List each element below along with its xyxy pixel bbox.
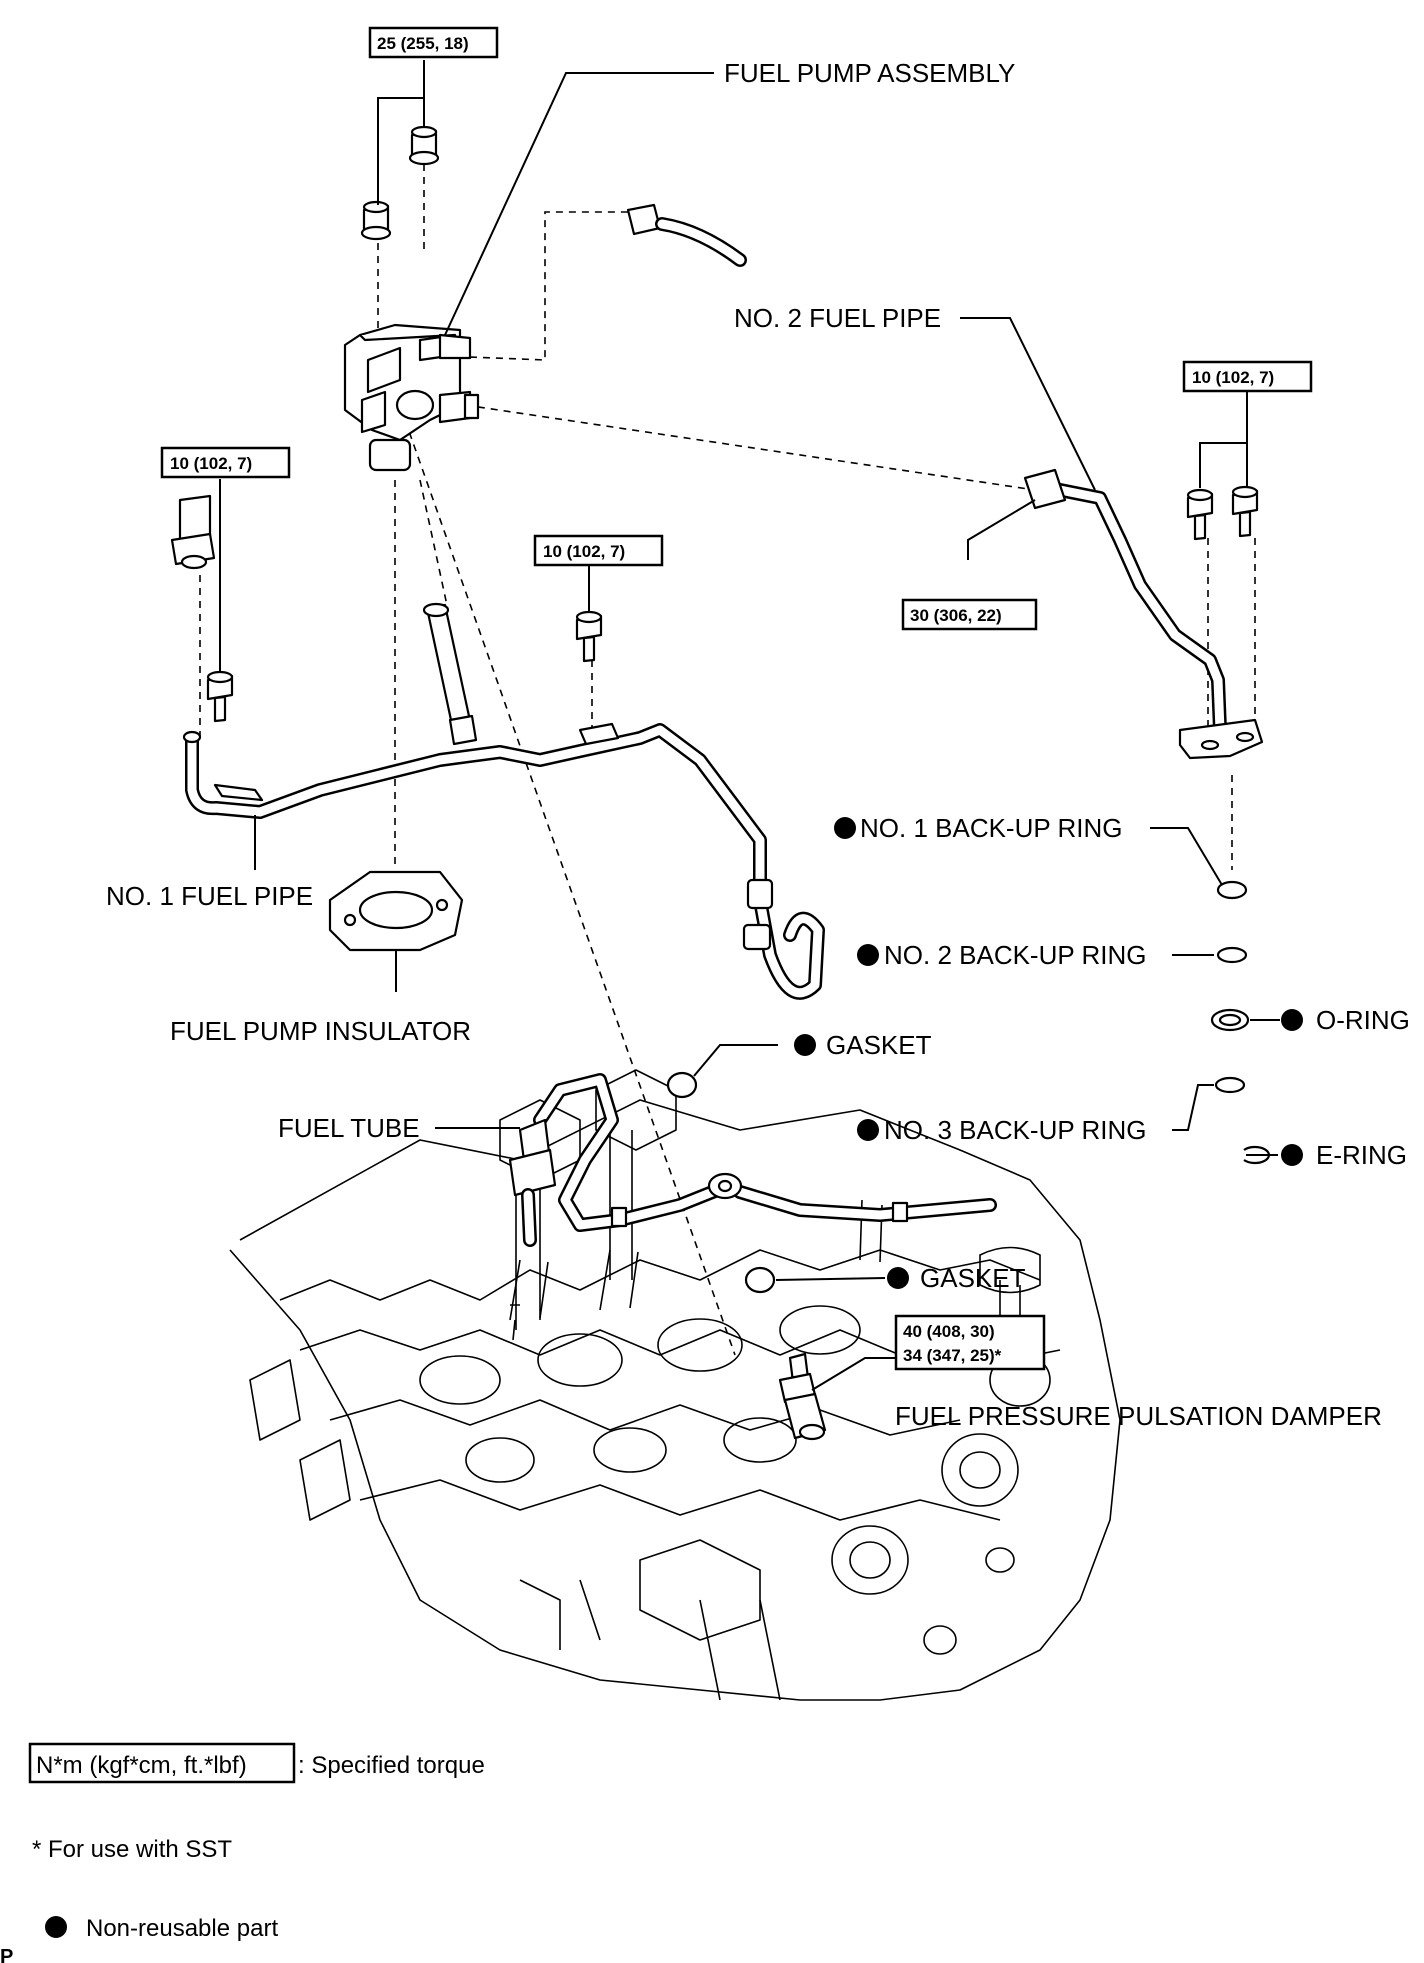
nonreusable-dot-no3-backup-ring [857, 1119, 879, 1141]
pump-nut-right [408, 125, 440, 166]
legend-sst-note: * For use with SST [32, 1836, 232, 1863]
fuel-pump-insulator [328, 870, 464, 952]
torque-box-no1-pipe-middle: 10 (102, 7) [533, 534, 664, 567]
label-no2-fuel-pipe: NO. 2 FUEL PIPE [734, 303, 941, 333]
nonreusable-dot-no1-backup-ring [834, 817, 856, 839]
nonreusable-dot-o-ring [1281, 1009, 1303, 1031]
torque-box-no1-pipe-left: 10 (102, 7) [160, 446, 291, 479]
no1-fuel-pipe [182, 722, 825, 1000]
gasket-lower-part [744, 1266, 776, 1294]
label-fuel-pump-insulator: FUEL PUMP INSULATOR [170, 1016, 471, 1046]
nonreusable-markers [45, 817, 1303, 1938]
no3-backup-ring-part [1214, 1076, 1246, 1094]
no2-pipe-bolt-left [1186, 488, 1214, 541]
legend-nonreusable-text: Non-reusable part [86, 1915, 278, 1942]
legend-torque-units: N*m (kgf*cm, ft.*lbf) [36, 1752, 247, 1779]
torque-no2-pipe-union: 30 (306, 22) [910, 606, 1002, 625]
fuel-pump-assembly [343, 323, 480, 472]
label-fuel-tube: FUEL TUBE [278, 1113, 420, 1143]
nonreusable-dot-e-ring [1281, 1144, 1303, 1166]
torque-box-damper: 40 (408, 30) 34 (347, 25)* [894, 1314, 1046, 1371]
legend-nonreusable-dot [45, 1916, 67, 1938]
label-no2-backup-ring: NO. 2 BACK-UP RING [884, 940, 1146, 970]
label-no1-fuel-pipe: NO. 1 FUEL PIPE [106, 881, 313, 911]
label-fuel-pump-assembly: FUEL PUMP ASSEMBLY [724, 58, 1015, 88]
no2-fuel-pipe [1023, 468, 1264, 760]
nonreusable-dot-no2-backup-ring [857, 944, 879, 966]
leader-lines [219, 60, 1280, 1391]
label-no1-backup-ring: NO. 1 BACK-UP RING [860, 813, 1122, 843]
label-no3-backup-ring: NO. 3 BACK-UP RING [884, 1115, 1146, 1145]
no1-pipe-union-left [170, 494, 216, 570]
alignment-lines [199, 138, 1256, 1356]
nonreusable-dot-gasket-lower [887, 1267, 909, 1289]
pump-lifter [422, 602, 478, 746]
torque-damper-line2: 34 (347, 25)* [903, 1346, 1002, 1365]
torque-no1-pipe-middle: 10 (102, 7) [543, 542, 625, 561]
torque-no1-pipe-left: 10 (102, 7) [170, 454, 252, 473]
torque-no2-pipe-bolts: 10 (102, 7) [1192, 368, 1274, 387]
torque-damper-line1: 40 (408, 30) [903, 1322, 995, 1341]
torque-box-pump-nuts: 25 (255, 18) [368, 26, 499, 59]
label-gasket-lower: GASKET [920, 1263, 1026, 1293]
pump-nut-left [360, 200, 392, 241]
label-e-ring: E-RING [1316, 1140, 1407, 1170]
label-o-ring: O-RING [1316, 1005, 1410, 1035]
torque-box-no2-pipe-bolts: 10 (102, 7) [1182, 360, 1313, 393]
pump-connector [626, 203, 747, 267]
part-labels: FUEL PUMP ASSEMBLY NO. 2 FUEL PIPE NO. 1… [106, 58, 1410, 1431]
nonreusable-dot-gasket-upper [794, 1034, 816, 1056]
gasket-upper-part [666, 1071, 698, 1099]
legend: N*m (kgf*cm, ft.*lbf) : Specified torque… [0, 1742, 485, 1963]
fuel-tube [508, 1073, 997, 1247]
label-fuel-pressure-pulsation-damper: FUEL PRESSURE PULSATION DAMPER [895, 1401, 1382, 1431]
fuel-pressure-pulsation-damper-part [778, 1352, 827, 1441]
torque-box-no2-pipe-union: 30 (306, 22) [901, 598, 1038, 631]
o-ring-part [1210, 1008, 1250, 1032]
no1-backup-ring-part [1216, 880, 1248, 900]
legend-torque-box [28, 1742, 296, 1784]
torque-pump-nuts: 25 (255, 18) [377, 34, 469, 53]
torque-specs: 25 (255, 18) 10 (102, 7) 10 (102, 7) 10 … [160, 26, 1313, 1371]
label-gasket-upper: GASKET [826, 1030, 932, 1060]
no1-pipe-bolt-middle [575, 610, 603, 663]
legend-torque-description: : Specified torque [298, 1752, 485, 1779]
no2-backup-ring-part [1216, 946, 1248, 964]
engine-block-illustration [229, 1069, 1121, 1701]
corner-mark: P [0, 1946, 13, 1963]
no1-pipe-bolt-left [206, 670, 234, 723]
no2-pipe-bolt-right [1231, 485, 1259, 538]
